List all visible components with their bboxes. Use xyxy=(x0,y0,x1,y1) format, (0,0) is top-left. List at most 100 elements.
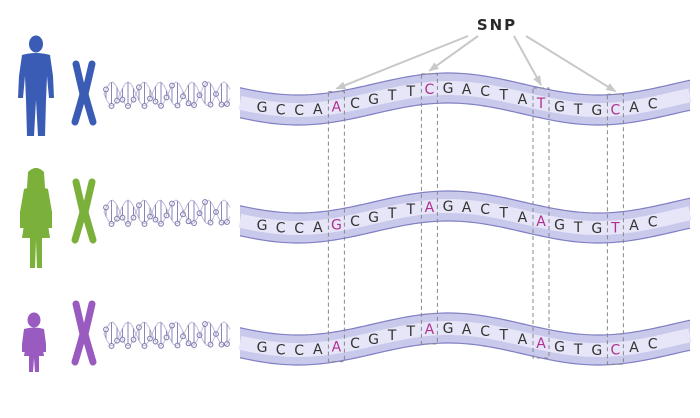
snp-base: C xyxy=(425,82,435,98)
snp-box xyxy=(420,73,438,345)
snp-base: A xyxy=(332,340,342,356)
head xyxy=(27,312,41,328)
base-letter: G xyxy=(257,340,268,356)
dna-backbone xyxy=(103,81,231,107)
base-letter: T xyxy=(573,220,583,236)
base-letter: A xyxy=(518,92,528,108)
base-letter: T xyxy=(573,342,583,358)
base-letter: C xyxy=(294,221,304,237)
snp-base: A xyxy=(425,200,435,216)
body xyxy=(22,327,46,372)
snp-box xyxy=(606,93,624,365)
hair xyxy=(27,168,45,188)
dna-ladder-icon xyxy=(103,81,231,109)
snp-arrow xyxy=(335,35,469,90)
snp-arrows xyxy=(335,35,617,93)
chromosome-icon xyxy=(71,300,97,366)
base-letter: T xyxy=(387,206,397,222)
base-letter: T xyxy=(387,88,397,104)
ribbon-fill xyxy=(240,191,690,243)
dna-strand-ribbon xyxy=(238,72,692,126)
base-letter: A xyxy=(629,100,639,116)
base-letter: A xyxy=(629,218,639,234)
base-letter: T xyxy=(499,206,509,222)
base-letter: A xyxy=(313,102,323,118)
man-silhouette-icon xyxy=(18,35,54,136)
ribbon-highlight xyxy=(238,321,692,357)
base-letter: C xyxy=(294,103,304,119)
snp-base: A xyxy=(536,214,546,230)
base-letter: C xyxy=(648,337,658,353)
base-letter: G xyxy=(554,100,565,116)
base-letter: G xyxy=(443,321,454,337)
snp-base: A xyxy=(332,100,342,116)
chromosome-icon xyxy=(71,60,97,126)
base-letter: T xyxy=(573,102,583,118)
base-letter: A xyxy=(462,200,472,216)
base-letter: T xyxy=(406,202,416,218)
dna-strand-ribbon xyxy=(238,190,692,244)
snp-base: A xyxy=(536,336,546,352)
child-silhouette-icon xyxy=(22,312,46,372)
base-letter: G xyxy=(591,343,602,359)
base-letter: C xyxy=(350,96,360,112)
chromatid-right xyxy=(81,178,97,244)
snp-arrow xyxy=(513,35,542,86)
base-letter: A xyxy=(518,210,528,226)
base-letter: C xyxy=(276,220,286,236)
head xyxy=(29,35,43,53)
base-letter: C xyxy=(648,97,658,113)
base-letter: A xyxy=(629,340,639,356)
base-letter: T xyxy=(387,328,397,344)
base-letter: G xyxy=(591,221,602,237)
snp-arrow xyxy=(525,35,617,93)
snp-box xyxy=(532,87,550,359)
base-letter: G xyxy=(443,199,454,215)
dna-strand-ribbon xyxy=(238,312,692,366)
base-letter: C xyxy=(350,336,360,352)
dna-backbone xyxy=(103,199,231,225)
snp-base: C xyxy=(611,342,621,358)
base-letter: A xyxy=(518,332,528,348)
base-letter: A xyxy=(313,342,323,358)
base-letter: C xyxy=(480,324,490,340)
dna-backbone xyxy=(103,81,231,107)
ribbon-highlight xyxy=(238,199,692,235)
base-letter: C xyxy=(276,342,286,358)
ribbon-edge-top xyxy=(239,312,691,336)
dna-backbone xyxy=(103,321,231,347)
base-letter: C xyxy=(480,202,490,218)
base-letter: G xyxy=(554,218,565,234)
dna-backbone xyxy=(103,321,231,347)
base-letter: C xyxy=(350,214,360,230)
base-letter: G xyxy=(368,210,379,226)
base-letter: A xyxy=(462,82,472,98)
snp-label: SNP xyxy=(477,16,517,34)
ribbon-fill xyxy=(240,73,690,125)
body xyxy=(20,187,52,268)
snp-base: T xyxy=(536,96,546,112)
base-letter: A xyxy=(313,220,323,236)
ribbon-edge-bottom xyxy=(239,102,691,126)
body xyxy=(18,53,54,136)
dna-ladder-icon xyxy=(103,199,231,227)
snp-base: T xyxy=(610,220,620,236)
snp-base: A xyxy=(425,322,435,338)
base-letter: G xyxy=(443,81,454,97)
base-letter: G xyxy=(368,92,379,108)
chromatid-right xyxy=(81,60,97,126)
woman-silhouette-icon xyxy=(20,168,52,268)
dna-ladder-icon xyxy=(103,321,231,349)
snp-arrow xyxy=(428,35,479,72)
snp-base: C xyxy=(611,102,621,118)
base-letter: T xyxy=(499,328,509,344)
base-letter: G xyxy=(257,100,268,116)
snp-box xyxy=(327,91,345,363)
